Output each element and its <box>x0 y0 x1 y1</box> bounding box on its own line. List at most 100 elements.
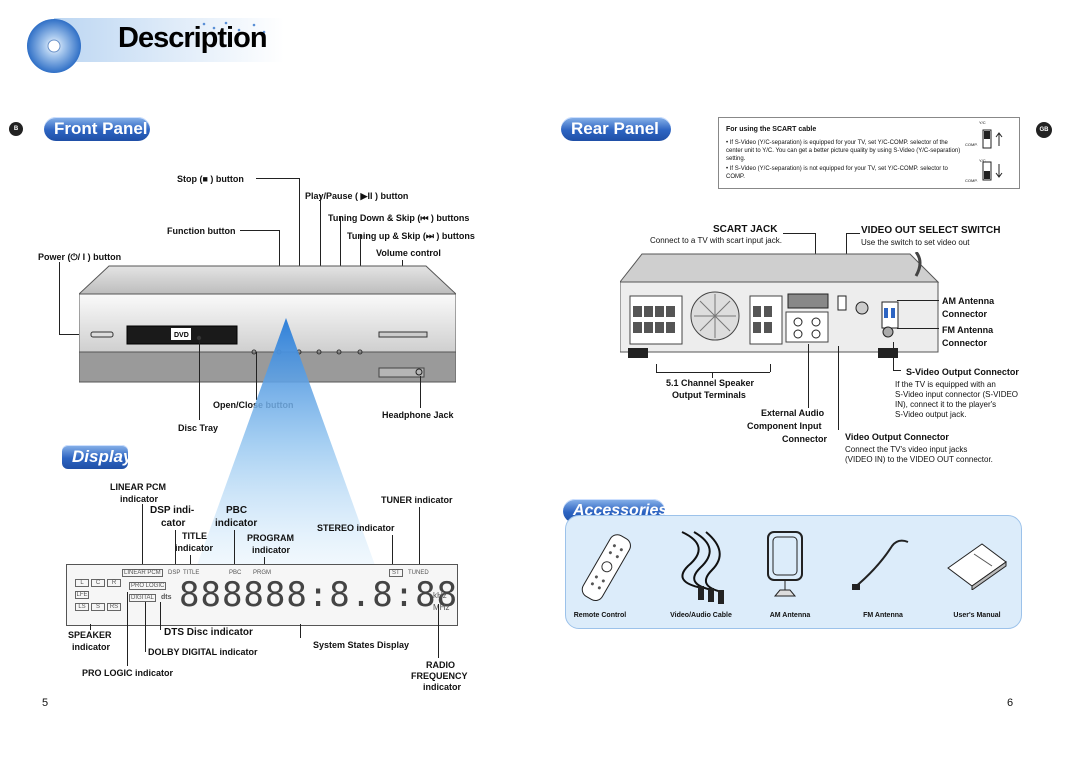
accessory-label-am: AM Antenna <box>769 612 811 619</box>
vfd-digital: DIGITAL <box>129 594 156 602</box>
leader-line <box>656 372 770 373</box>
open-close-label: Open/Close button <box>213 400 294 410</box>
leader-line <box>300 624 301 638</box>
leader-line <box>264 557 265 568</box>
linear-pcm-label-2: indicator <box>120 494 159 504</box>
leader-line <box>142 504 143 568</box>
scart-jack-label: SCART JACK <box>713 224 778 235</box>
vfd-pro-logic: PRO LOGIC <box>129 582 167 590</box>
leader-line <box>897 328 939 329</box>
vfd-dsp: DSP <box>168 570 181 576</box>
page-number-right: 6 <box>1007 697 1014 709</box>
vfd-linear-pcm: LINEAR PCM <box>122 569 163 577</box>
svideo-label: S-Video Output Connector <box>906 367 1019 377</box>
scart-info-box: For using the SCART cable • If S-Video (… <box>718 117 1020 189</box>
leader-line <box>392 535 393 568</box>
vfd-spk-rs: RS <box>107 603 121 611</box>
radio-label-2: FREQUENCY <box>411 671 468 681</box>
svideo-desc2: S-Video input connector (S-VIDEO <box>895 390 1019 399</box>
title-label: TITLE <box>182 531 207 541</box>
accessory-label-fm: FM Antenna <box>863 612 903 619</box>
switch-yc-bottom: Y/C <box>979 158 986 163</box>
dsp-label: DSP indi- <box>150 505 195 516</box>
switch-comp-bottom: COMP. <box>965 178 978 183</box>
leader-line <box>893 342 894 370</box>
program-label-2: indicator <box>252 545 291 555</box>
dvd-unit-rear <box>618 251 940 362</box>
leader-line <box>175 530 176 568</box>
power-label: Power (⏻/ I ) button <box>38 252 122 262</box>
headphone-label: Headphone Jack <box>382 410 454 420</box>
display-heading: Display <box>62 445 132 469</box>
vfd-st: ST <box>389 569 403 577</box>
svg-text:DVD: DVD <box>174 332 189 339</box>
speaker-label-2: indicator <box>72 642 111 652</box>
remote-control-icon <box>581 534 631 602</box>
leader-line <box>808 344 809 408</box>
accessory-label-manual: User's Manual <box>953 612 1001 619</box>
accessories-tray <box>565 515 1022 629</box>
vfd-display: LINEAR PCM DSP TITLE PBC PRGM ST TUNED L… <box>66 564 458 626</box>
accessory-label-remote: Remote Control <box>573 612 627 619</box>
display-zoom-cone <box>196 318 376 568</box>
leader-line <box>90 624 91 630</box>
function-label: Function button <box>167 226 236 236</box>
vfd-speaker-grid: L C R LFE LS S RS <box>75 579 123 619</box>
stereo-label: STEREO indicator <box>317 523 395 533</box>
front-panel-heading: Front Panel <box>44 117 150 141</box>
page-title: Description <box>118 22 268 54</box>
svideo-desc3: IN), connect it to the player's <box>895 400 997 409</box>
leader-line <box>190 555 191 568</box>
channel-speaker-label-2: Output Terminals <box>672 390 746 400</box>
system-states-label: System States Display <box>313 640 410 650</box>
fm-antenna-icon <box>852 539 909 590</box>
leader-line <box>59 334 93 335</box>
vfd-spk-ls: LS <box>75 603 89 611</box>
leader-line <box>160 602 161 630</box>
volume-label: Volume control <box>376 248 441 258</box>
am-antenna-label: AM Antenna <box>942 296 995 306</box>
leader-line <box>438 604 439 658</box>
vfd-dts: dts <box>161 594 172 601</box>
speaker-label: SPEAKER <box>68 630 112 640</box>
vfd-spk-r: R <box>107 579 121 587</box>
dsp-label-2: cator <box>161 518 186 529</box>
vfd-mhz: MHz <box>433 603 450 612</box>
scart-box-bullet2: • If S-Video (Y/C-separation) is not equ… <box>726 166 948 180</box>
play-pause-label: Play/Pause ( ▶II ) button <box>305 191 409 201</box>
leader-line <box>240 230 280 231</box>
dts-label: DTS Disc indicator <box>164 627 253 638</box>
vfd-khz: kHz <box>433 591 447 600</box>
program-label: PROGRAM <box>247 533 294 543</box>
leader-line <box>59 262 60 334</box>
switch-yc-top: Y/C <box>979 120 986 125</box>
video-audio-cable-icon <box>681 531 724 604</box>
header-banner <box>14 14 284 74</box>
switch-comp-top: COMP. <box>965 142 978 147</box>
leader-line <box>712 372 713 378</box>
video-out-switch-label: VIDEO OUT SELECT SWITCH <box>861 225 1001 236</box>
svideo-desc4: S-Video output jack. <box>895 410 967 419</box>
pbc-label-2: indicator <box>215 518 258 529</box>
vfd-prgm: PRGM <box>253 570 271 576</box>
video-output-label: Video Output Connector <box>845 432 949 442</box>
tuning-down-label: Tuning Down & Skip (⏮ ) buttons <box>328 213 470 223</box>
title-label-2: indicator <box>175 543 214 553</box>
accessory-label-cable: Video/Audio Cable <box>670 612 732 619</box>
vfd-tuned: TUNED <box>408 570 429 576</box>
leader-line <box>199 340 200 420</box>
vfd-spk-c: C <box>91 579 105 587</box>
external-audio-label-2: Component Input <box>747 421 822 431</box>
external-audio-label: External Audio <box>761 408 825 418</box>
vfd-title: TITLE <box>183 570 200 576</box>
users-manual-icon <box>947 543 1007 590</box>
leader-line <box>846 233 860 234</box>
linear-pcm-label: LINEAR PCM <box>110 482 166 492</box>
leader-line <box>234 530 235 568</box>
am-antenna-label-2: Connector <box>942 309 987 319</box>
leader-line <box>420 376 421 408</box>
page-number-left: 5 <box>42 697 49 709</box>
side-badge: B <box>9 122 23 136</box>
vfd-pbc: PBC <box>229 570 242 576</box>
external-audio-label-3: Connector <box>782 434 827 444</box>
